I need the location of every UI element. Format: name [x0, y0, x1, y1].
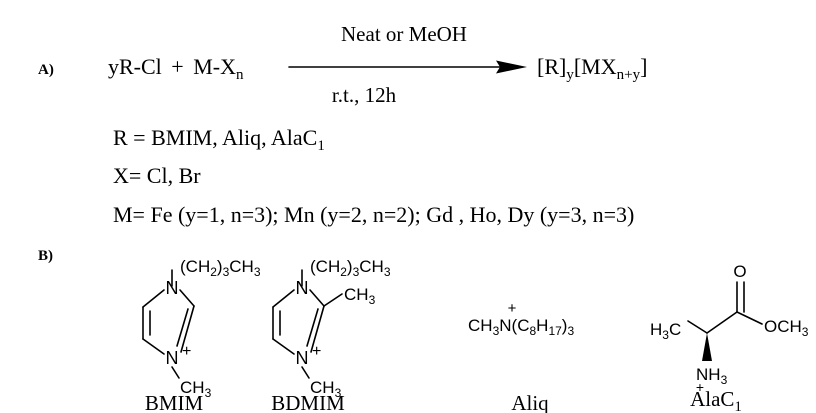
alac1-wedge-bond	[702, 333, 712, 361]
condition-bottom: r.t., 12h	[332, 83, 397, 107]
product-r: [R]	[537, 54, 566, 79]
plus-sign: +	[171, 54, 183, 79]
bdmim-n-bottom: N	[296, 348, 309, 368]
alac1-charge: +	[696, 379, 704, 395]
reaction-reactants: yR-Cl + M-Xn	[108, 54, 244, 83]
product-ny-subscript: n+y	[617, 67, 641, 83]
r-definition-text: R = BMIM, Aliq, AlaC	[113, 125, 317, 150]
bmim-structure: N (CH2)3CH3 N + CH3	[142, 257, 261, 400]
reactant-mx-subscript: n	[236, 67, 244, 83]
bdmim-c2-methyl: CH3	[344, 285, 376, 307]
bmim-methyl: CH3	[180, 378, 212, 400]
reactant-mx: M-X	[193, 54, 236, 79]
bmim-n-bottom: N	[166, 348, 179, 368]
product-mx: [MX	[574, 54, 617, 79]
reaction-arrow	[288, 60, 527, 74]
bdmim-methyl: CH3	[310, 378, 342, 400]
aliq-name: Aliq	[511, 391, 549, 413]
alac1-carbonyl-o: O	[733, 262, 746, 281]
aliq-charge: +	[508, 300, 517, 317]
bdmim-name: BDMIM	[271, 391, 345, 413]
alac1-name: AlaC1	[690, 387, 742, 413]
m-definition: M= Fe (y=1, n=3); Mn (y=2, n=2); Gd , Ho…	[113, 202, 634, 227]
bmim-charge: +	[182, 343, 191, 360]
alac1-structure: H3C O OCH3 NH3 +	[650, 262, 809, 395]
alac1-methyl: H3C	[650, 320, 681, 342]
bmim-name: BMIM	[145, 391, 204, 413]
condition-top: Neat or MeOH	[341, 22, 467, 46]
section-b-label: B)	[38, 248, 53, 264]
r-definition-subscript: 1	[317, 138, 325, 154]
alac1-amine: NH3	[696, 365, 728, 387]
aliq-formula: CH3N(C8H17)3	[468, 316, 574, 338]
reactant-rcl: yR-Cl	[108, 54, 162, 79]
bmim-n-top: N	[166, 278, 179, 298]
r-definition: R = BMIM, Aliq, AlaC1	[113, 125, 325, 154]
bdmim-n-top: N	[296, 278, 309, 298]
product-y-subscript: y	[566, 67, 574, 83]
bdmim-charge: +	[312, 343, 321, 360]
bdmim-butyl: (CH2)3CH3	[310, 257, 391, 279]
bdmim-structure: N (CH2)3CH3 CH3 N + CH3	[272, 257, 391, 400]
bmim-butyl: (CH2)3CH3	[180, 257, 261, 279]
section-a-label: A)	[38, 62, 54, 78]
alac1-ester: OCH3	[764, 317, 809, 339]
reaction-product: [R]y[MXn+y]	[537, 54, 647, 83]
aliq-structure: + CH3N(C8H17)3	[468, 300, 574, 338]
product-bracket: ]	[640, 54, 647, 79]
x-definition: X= Cl, Br	[113, 163, 201, 188]
